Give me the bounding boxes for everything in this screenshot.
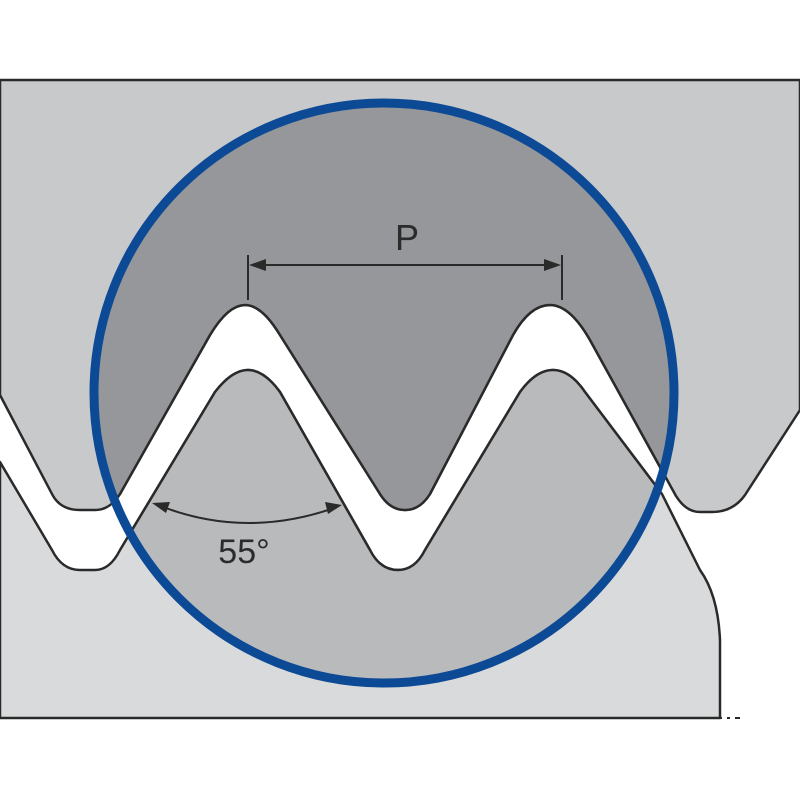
pitch-arrow-left — [249, 259, 266, 271]
flank-angle-arrow-right — [325, 502, 342, 514]
pitch-arrow-right — [544, 259, 561, 271]
pitch-dimension — [247, 255, 563, 300]
magnifier-ring — [89, 98, 679, 688]
pitch-label: P — [395, 217, 419, 258]
flank-angle-arc — [157, 504, 338, 524]
flank-angle-arrow-left — [152, 502, 170, 513]
flank-angle-label: 55° — [218, 533, 269, 571]
